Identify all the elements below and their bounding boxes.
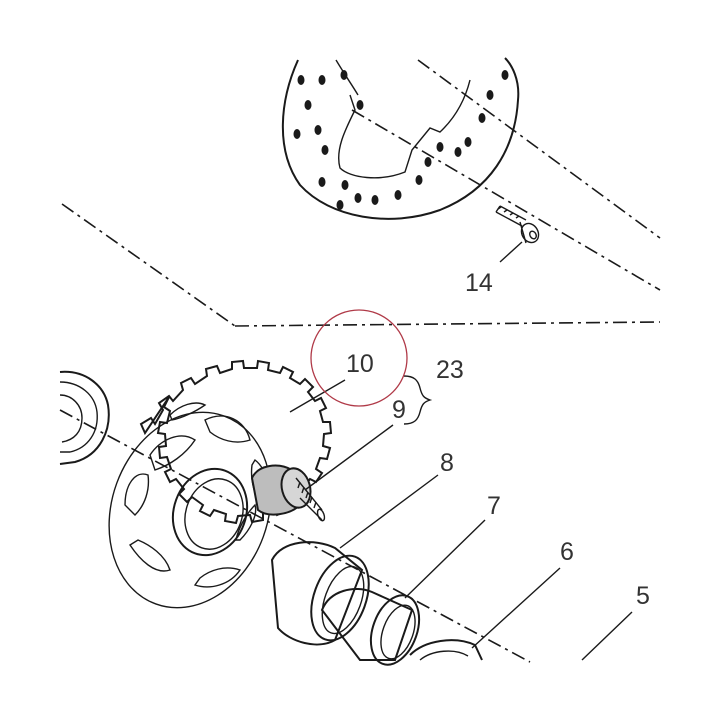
bush-large [270, 541, 370, 646]
brake-disc [281, 57, 520, 220]
centre-lines [59, 59, 661, 663]
callout-6: 6 [560, 538, 574, 566]
callout-9: 9 [392, 396, 406, 424]
disc-bolt [495, 205, 540, 244]
callout-23: 23 [436, 356, 464, 384]
spacer-with-stud [250, 464, 326, 522]
highlight-circle [310, 309, 408, 407]
bush-medium [320, 588, 421, 666]
callout-10: 10 [346, 350, 374, 378]
callout-7: 7 [487, 492, 501, 520]
callout-5: 5 [636, 582, 650, 610]
callout-labels: 14 10 23 9 8 7 6 5 [346, 269, 650, 610]
leader-lines [289, 241, 633, 661]
hub-partial [59, 370, 110, 465]
callout-14: 14 [465, 269, 493, 297]
callout-8: 8 [440, 449, 454, 477]
ring-small [409, 639, 483, 661]
